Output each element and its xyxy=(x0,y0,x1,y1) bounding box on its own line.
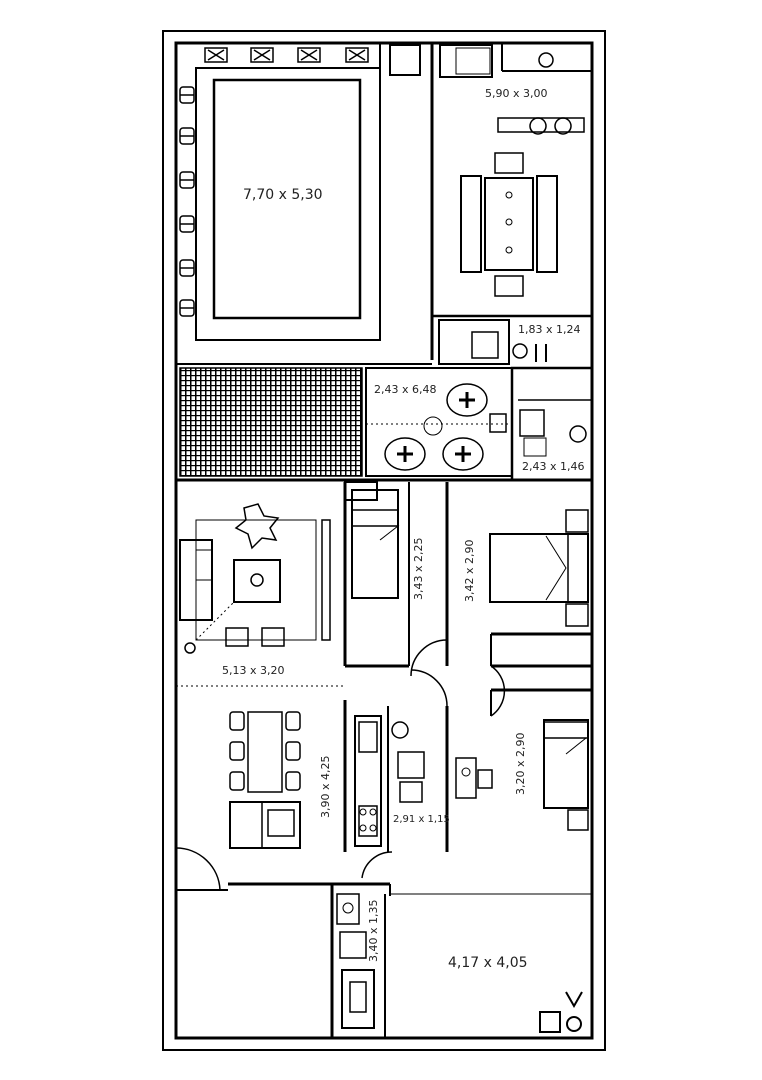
room-label-bath-1: 2,43 x 1,46 xyxy=(522,460,585,473)
kitchen xyxy=(354,715,425,847)
bedroom-2 xyxy=(489,509,589,627)
bedroom-1 xyxy=(351,489,400,599)
room-label-living: 5,13 x 3,20 xyxy=(222,664,285,677)
room-label-pool: 7,70 x 5,30 xyxy=(243,187,323,203)
garage-fixtures xyxy=(539,991,583,1033)
service-room xyxy=(336,893,375,1029)
grass-area xyxy=(179,367,363,477)
room-label-patio: 2,43 x 6,48 xyxy=(374,383,437,396)
room-label-garage: 4,17 x 4,05 xyxy=(448,955,528,971)
dining xyxy=(229,711,301,849)
room-label-laundry: 1,83 x 1,24 xyxy=(518,323,581,336)
room-label-quincho: 5,90 x 3,00 xyxy=(485,87,548,100)
room-label-bedroom-3: 3,20 x 2,90 xyxy=(514,732,527,796)
quincho xyxy=(389,43,592,360)
bedroom-3 xyxy=(455,719,589,831)
living xyxy=(179,503,331,654)
laundry xyxy=(438,319,547,365)
room-label-dining: 3,90 x 4,25 xyxy=(319,755,332,819)
chairs-left xyxy=(179,86,195,317)
doors xyxy=(175,639,506,891)
pool-area xyxy=(176,43,432,365)
room-label-bedroom-1: 3,43 x 2,25 xyxy=(412,537,425,601)
room-label-kitchen: 2,91 x 1,15 xyxy=(393,814,450,825)
deck-chairs-top xyxy=(204,47,369,63)
room-label-service: 3,40 x 1,35 xyxy=(367,899,380,963)
room-label-bedroom-2: 3,42 x 2,90 xyxy=(463,539,476,603)
interior-walls xyxy=(176,478,592,1038)
